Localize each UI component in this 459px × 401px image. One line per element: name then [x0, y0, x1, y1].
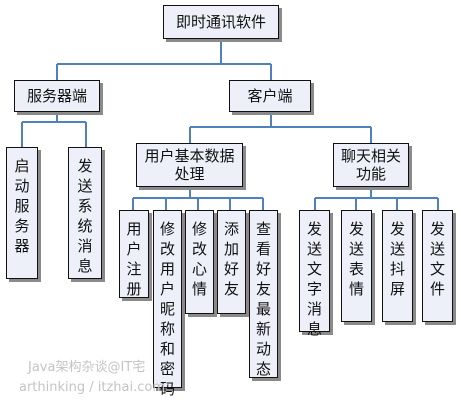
- add-friend-label: 添加好友: [224, 220, 240, 298]
- edit-profile-node: 修改用户昵称和密码: [153, 210, 182, 398]
- register-label: 用户注册: [126, 220, 142, 298]
- view-friend-updates-label: 查看好友最新动态: [256, 220, 272, 378]
- server-label: 服务器端: [26, 87, 87, 105]
- client-label: 客户端: [247, 87, 293, 105]
- watermark-line-1: Java架构杂谈@IT宅: [28, 360, 146, 375]
- edit-profile-label: 修改用户昵称和密码: [160, 220, 176, 398]
- view-friend-updates-node: 查看好友最新动态: [249, 210, 278, 378]
- user-basic-data-label: 用户基本数据处理: [144, 147, 235, 183]
- server-node: 服务器端: [14, 80, 100, 112]
- chat-functions-node: 聊天相关功能: [333, 143, 409, 187]
- send-system-message-label: 发送系统消息: [77, 157, 93, 275]
- send-system-message-node: 发送系统消息: [68, 147, 102, 279]
- screen-shake-label: 发送抖屏: [390, 220, 406, 298]
- send-emoji-label: 发送表情: [349, 220, 365, 298]
- client-node: 客户端: [229, 80, 311, 112]
- register-node: 用户注册: [119, 210, 149, 298]
- send-file-node: 发送文件: [422, 210, 453, 322]
- edit-mood-label: 修改心情: [192, 220, 208, 298]
- start-server-node: 启动服务器: [6, 147, 38, 279]
- root-node: 即时通讯软件: [163, 5, 279, 39]
- user-basic-data-node: 用户基本数据处理: [136, 143, 243, 187]
- edit-mood-node: 修改心情: [185, 210, 214, 314]
- send-emoji-node: 发送表情: [341, 210, 372, 322]
- root-label: 即时通讯软件: [175, 13, 266, 31]
- send-text-label: 发送文字消息: [307, 220, 323, 338]
- send-text-node: 发送文字消息: [299, 210, 330, 338]
- screen-shake-node: 发送抖屏: [382, 210, 413, 322]
- send-file-label: 发送文件: [430, 220, 446, 298]
- chat-functions-label: 聊天相关功能: [340, 147, 401, 183]
- add-friend-node: 添加好友: [217, 210, 246, 314]
- start-server-label: 启动服务器: [14, 157, 30, 255]
- watermark-line-2: arthinking / itzhai.com: [19, 380, 166, 395]
